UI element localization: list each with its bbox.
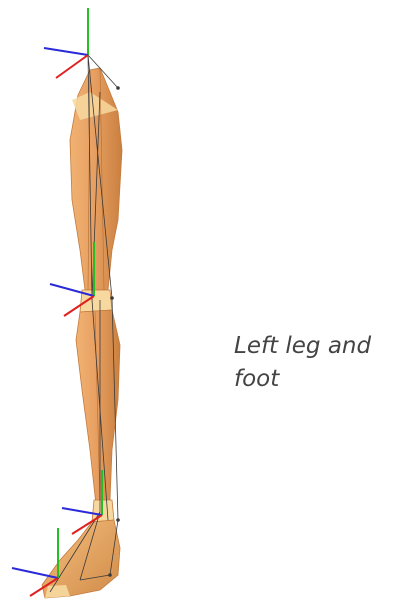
figure-caption: Left leg and foot: [234, 330, 394, 396]
leg-figure: [0, 0, 170, 603]
thigh-segment: [70, 68, 122, 290]
hip-joint-axes: [44, 8, 88, 78]
